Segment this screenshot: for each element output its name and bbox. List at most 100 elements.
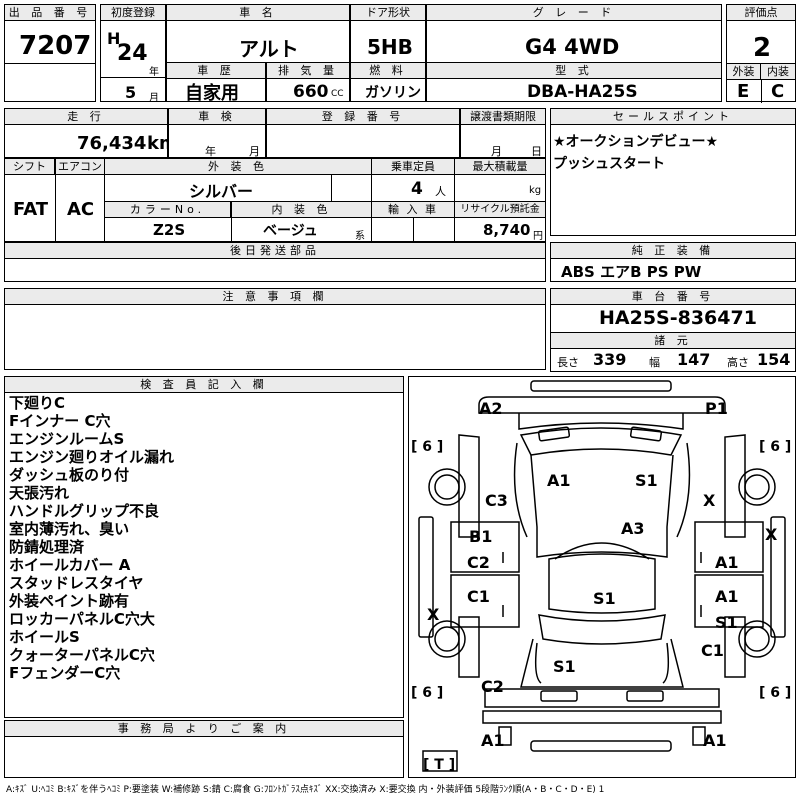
height-label: 高さ <box>727 356 749 369</box>
mileage-label: 走 行 <box>5 109 167 125</box>
displacement-label: 排 気 量 <box>267 63 349 79</box>
inspector-line: クォーターパネルC穴 <box>9 646 155 664</box>
inspector-label: 検 査 員 記 入 欄 <box>5 377 403 393</box>
displacement: 660 <box>293 82 329 102</box>
mark-s1-roof: S1 <box>635 471 658 490</box>
mark-s1-center: S1 <box>593 589 616 608</box>
import-label: 輸 入 車 <box>372 202 454 218</box>
capacity-unit: 人 <box>435 185 446 198</box>
inspector-line: ロッカーパネルC穴大 <box>9 610 155 628</box>
inspector-line: FフェンダーC穴 <box>9 664 121 682</box>
legend: A:ｷｽﾞ U:ﾍｺﾐ B:ｷｽﾞを伴うﾍｺﾐ P:要塗装 W:補修跡 S:錆 … <box>6 785 605 795</box>
first-registration-box: 初度登録 H 24 年 5 月 <box>100 4 166 104</box>
sales-point-1: ★オークションデビュー★ <box>553 134 719 150</box>
reg-number-label: 登 録 番 号 <box>267 109 459 125</box>
shift-label: シフト <box>5 159 55 175</box>
year-unit: 年 <box>149 67 159 78</box>
transfer-day-unit: 日 <box>531 145 542 158</box>
capacity-label: 乗車定員 <box>372 159 454 175</box>
history: 自家用 <box>185 83 239 104</box>
reg-number-box: 登 録 番 号 <box>266 108 460 158</box>
ext-color: シルバー <box>189 182 254 201</box>
inspector-line: Fインナー C穴 <box>9 412 111 430</box>
chassis-label: 車 台 番 号 <box>551 289 795 305</box>
mark-c2-low: C2 <box>481 677 504 696</box>
mark-s1-right: S1 <box>715 613 738 632</box>
recycle: 8,740 <box>483 221 531 239</box>
inspector-line: 天張汚れ <box>9 484 70 502</box>
history-label: 車 歴 <box>167 63 265 79</box>
exterior-label: 外装 <box>727 64 761 80</box>
parts-label: 後日発送部品 <box>5 243 545 259</box>
dims-label: 諸 元 <box>551 332 795 349</box>
office-label: 事 務 局 よ り ご 案 内 <box>5 721 403 737</box>
displacement-unit: CC <box>331 89 344 99</box>
color-no: Z2S <box>153 221 186 239</box>
car-diagram-drawing <box>418 380 786 772</box>
recycle-unit: 円 <box>533 231 543 242</box>
car-name-label: 車 名 <box>167 5 349 21</box>
mark-a1-bl: A1 <box>481 731 505 750</box>
length: 339 <box>593 350 627 369</box>
caution-box: 注 意 事 項 欄 <box>4 288 546 370</box>
mark-x-left: X <box>427 605 440 624</box>
reg-month: 5 <box>125 83 137 102</box>
interior-label: 内装 <box>761 64 795 80</box>
transfer-label: 譲渡書類期限 <box>461 109 545 125</box>
lot-number: 7207 <box>19 31 92 61</box>
fuel-box: 燃 料 ガソリン <box>350 62 426 102</box>
spec-grid: シフト FAT エアコン AC 外 装 色 シルバー 乗車定員 4 人 最大積載… <box>4 158 546 242</box>
grade-label: グ レ ー ド <box>427 5 721 21</box>
shift: FAT <box>13 199 49 220</box>
sales-point-label: セールスポイント <box>551 109 795 125</box>
inspector-line: ハンドルグリップ不良 <box>9 502 160 520</box>
inspector-line: ダッシュ板のり付 <box>9 466 130 484</box>
mark-a3: A3 <box>621 519 645 538</box>
inspector-line: ホイールS <box>9 628 80 646</box>
inspector-line: エンジンルームS <box>9 430 125 448</box>
mark-a1-br: A1 <box>703 731 727 750</box>
history-box: 車 歴 自家用 <box>166 62 266 104</box>
inspector-line: 外装ペイント跡有 <box>9 592 130 610</box>
int-color-label: 内 装 色 <box>232 202 371 218</box>
caution-label: 注 意 事 項 欄 <box>5 289 545 305</box>
max-load-label: 最大積載量 <box>455 159 545 175</box>
equipment: ABS エアB PS PW <box>561 263 702 281</box>
fuel: ガソリン <box>365 85 421 101</box>
first-registration-label: 初度登録 <box>101 5 165 21</box>
inspection-year-unit: 年 <box>205 145 216 158</box>
car-name: アルト <box>239 37 299 61</box>
mark-a1-right2: A1 <box>715 587 739 606</box>
grade: G4 4WD <box>525 35 620 59</box>
ext-color-label: 外 装 色 <box>105 159 371 175</box>
score: 2 <box>753 33 772 63</box>
inspector-line: 防錆処理済 <box>9 538 85 556</box>
length-label: 長さ <box>557 356 579 369</box>
transfer-box: 譲渡書類期限 月 日 <box>460 108 546 158</box>
mark-p1: P1 <box>705 399 728 418</box>
recycle-label: リサイクル預託金 <box>455 202 545 218</box>
mark-6-br: [ 6 ] <box>759 685 792 701</box>
width-label: 幅 <box>649 356 660 369</box>
inspector-line: 下廻りC <box>9 394 66 412</box>
score-box: 評価点 2 外装 内装 E C <box>726 4 796 103</box>
transfer-month-unit: 月 <box>491 145 502 158</box>
model: DBA-HA25S <box>527 82 638 102</box>
max-load-unit: kg <box>529 185 542 196</box>
mark-c3: C3 <box>485 491 508 510</box>
int-color: ベージュ <box>263 223 318 239</box>
exterior-score: E <box>737 81 750 102</box>
door-label: ドア形状 <box>351 5 425 21</box>
inspector-line: ホイールカバー A <box>9 556 131 574</box>
mark-t: [ T ] <box>423 757 456 773</box>
mark-x-right-upper: X <box>703 491 716 510</box>
width: 147 <box>677 350 711 369</box>
era: H <box>107 29 121 48</box>
inspector-line: スタッドレスタイヤ <box>9 574 144 592</box>
parts-box: 後日発送部品 <box>4 242 546 282</box>
score-label: 評価点 <box>727 5 795 21</box>
sales-point-2: プッシュスタート <box>553 156 665 172</box>
int-color-unit: 系 <box>355 231 365 242</box>
inspection-box: 車 検 年 月 <box>168 108 266 158</box>
mark-6-bl: [ 6 ] <box>411 685 444 701</box>
